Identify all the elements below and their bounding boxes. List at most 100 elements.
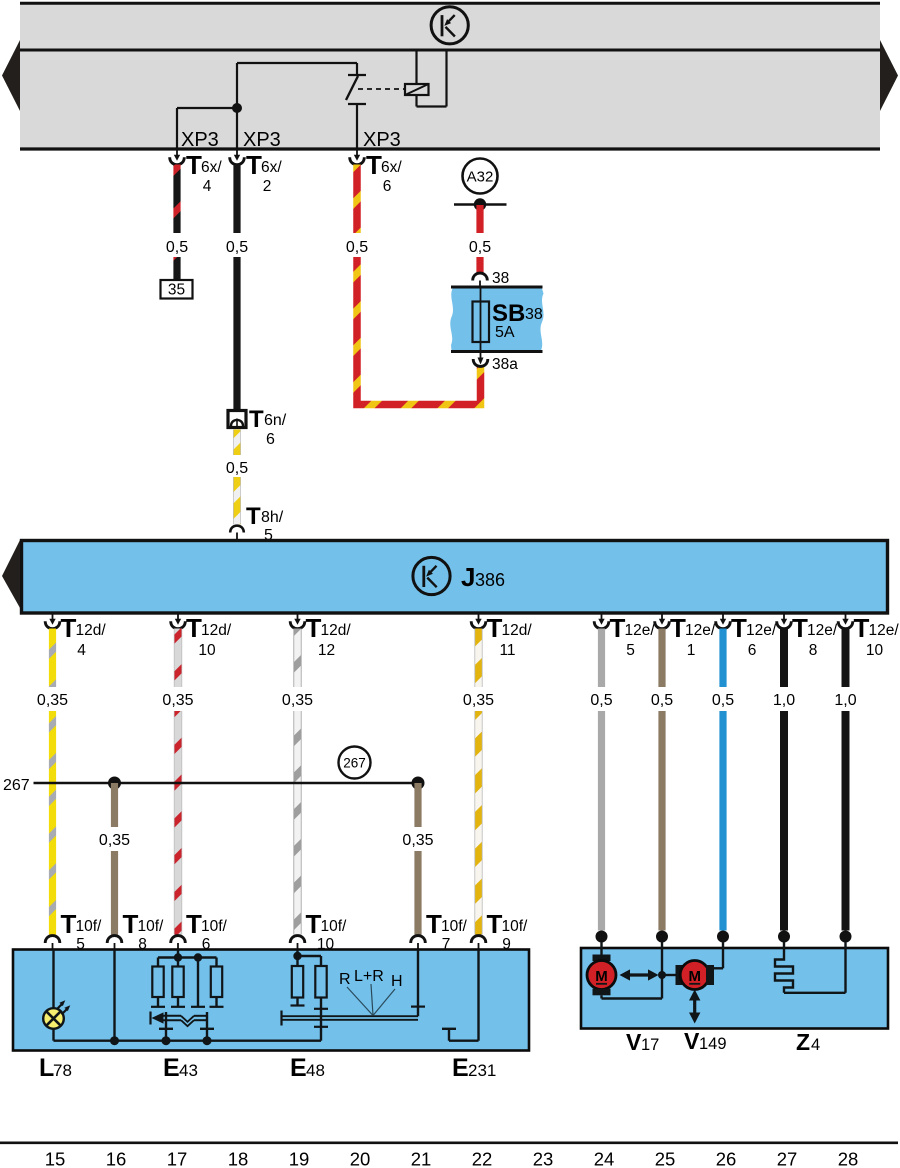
svg-text:0,35: 0,35	[162, 692, 193, 709]
svg-text:0,5: 0,5	[469, 239, 491, 256]
svg-text:10: 10	[198, 642, 216, 659]
svg-text:19: 19	[289, 1149, 310, 1168]
svg-text:12e/: 12e/	[807, 622, 838, 639]
svg-text:T: T	[487, 613, 503, 643]
svg-text:12d/: 12d/	[321, 622, 352, 639]
svg-text:12d/: 12d/	[201, 622, 232, 639]
svg-text:12e/: 12e/	[625, 622, 656, 639]
svg-text:T: T	[610, 613, 626, 643]
svg-text:0,35: 0,35	[463, 692, 494, 709]
svg-text:23: 23	[533, 1149, 554, 1168]
svg-text:T: T	[306, 909, 322, 939]
svg-text:10f/: 10f/	[502, 918, 529, 935]
svg-text:T: T	[246, 150, 262, 180]
svg-text:6: 6	[266, 431, 275, 448]
svg-text:6: 6	[383, 178, 392, 195]
svg-text:0,5: 0,5	[590, 692, 612, 709]
svg-text:XP3: XP3	[243, 129, 281, 151]
svg-text:0,35: 0,35	[282, 692, 313, 709]
svg-text:0,5: 0,5	[226, 239, 248, 256]
svg-text:T: T	[123, 909, 139, 939]
svg-text:267: 267	[3, 777, 30, 794]
svg-text:38a: 38a	[492, 356, 518, 373]
svg-text:17: 17	[641, 1036, 659, 1054]
svg-text:20: 20	[350, 1149, 371, 1168]
svg-text:21: 21	[411, 1149, 432, 1168]
svg-text:E: E	[452, 1054, 469, 1082]
svg-text:T: T	[854, 613, 870, 643]
svg-text:17: 17	[167, 1149, 188, 1168]
svg-text:4: 4	[811, 1036, 820, 1054]
svg-text:6: 6	[202, 936, 211, 953]
svg-text:6x/: 6x/	[261, 159, 282, 176]
svg-text:38: 38	[525, 306, 543, 323]
svg-text:0,5: 0,5	[226, 460, 248, 477]
svg-text:25: 25	[655, 1149, 676, 1168]
svg-text:M: M	[595, 968, 608, 985]
svg-text:10: 10	[866, 642, 884, 659]
svg-text:22: 22	[472, 1149, 493, 1168]
svg-text:J: J	[461, 562, 475, 592]
svg-text:XP3: XP3	[363, 129, 401, 151]
svg-text:0,35: 0,35	[99, 832, 130, 849]
svg-text:L+R: L+R	[354, 968, 384, 985]
svg-text:E: E	[290, 1054, 307, 1082]
svg-text:24: 24	[594, 1149, 615, 1168]
svg-text:27: 27	[777, 1149, 798, 1168]
svg-text:267: 267	[343, 756, 366, 771]
svg-text:48: 48	[306, 1061, 325, 1080]
svg-text:11: 11	[499, 642, 515, 659]
svg-text:12d/: 12d/	[76, 622, 107, 639]
svg-text:12d/: 12d/	[502, 622, 533, 639]
svg-text:T: T	[186, 613, 202, 643]
svg-text:149: 149	[699, 1035, 727, 1053]
svg-text:5: 5	[626, 642, 635, 659]
svg-text:T: T	[306, 613, 322, 643]
svg-text:0,5: 0,5	[166, 239, 188, 256]
svg-text:E: E	[163, 1054, 180, 1082]
svg-text:10f/: 10f/	[201, 918, 228, 935]
svg-text:12e/: 12e/	[746, 622, 777, 639]
svg-text:0,35: 0,35	[37, 692, 68, 709]
svg-text:T: T	[61, 613, 77, 643]
svg-text:0,5: 0,5	[651, 692, 673, 709]
svg-text:10f/: 10f/	[138, 918, 165, 935]
svg-text:78: 78	[53, 1061, 72, 1080]
svg-text:Z: Z	[796, 1029, 810, 1055]
svg-text:V: V	[626, 1029, 642, 1055]
svg-text:5A: 5A	[495, 324, 515, 341]
svg-text:43: 43	[179, 1061, 198, 1080]
svg-text:6x/: 6x/	[201, 159, 222, 176]
svg-text:T: T	[186, 909, 202, 939]
svg-text:10f/: 10f/	[441, 918, 468, 935]
svg-text:T: T	[731, 613, 747, 643]
svg-text:28: 28	[838, 1149, 859, 1168]
svg-text:10f/: 10f/	[76, 918, 103, 935]
svg-text:10f/: 10f/	[321, 918, 348, 935]
svg-text:H: H	[391, 973, 403, 990]
svg-text:T: T	[792, 613, 808, 643]
svg-text:T: T	[487, 909, 503, 939]
svg-text:T: T	[366, 150, 382, 180]
svg-text:0,5: 0,5	[346, 239, 368, 256]
svg-text:1: 1	[687, 642, 696, 659]
svg-text:1,0: 1,0	[773, 692, 795, 709]
svg-text:231: 231	[468, 1061, 496, 1080]
svg-text:12: 12	[318, 642, 335, 659]
svg-text:4: 4	[203, 178, 212, 195]
svg-text:18: 18	[228, 1149, 249, 1168]
svg-text:XP3: XP3	[181, 129, 219, 151]
svg-text:T: T	[246, 503, 261, 530]
svg-text:8: 8	[809, 642, 818, 659]
svg-text:T: T	[249, 406, 264, 433]
svg-text:8h/: 8h/	[261, 509, 284, 526]
svg-text:R: R	[339, 971, 351, 988]
svg-text:12e/: 12e/	[685, 622, 716, 639]
svg-text:8: 8	[138, 936, 147, 953]
svg-text:6n/: 6n/	[264, 412, 287, 429]
svg-text:15: 15	[45, 1149, 66, 1168]
svg-text:V: V	[684, 1028, 700, 1054]
svg-text:7: 7	[442, 936, 451, 953]
svg-text:26: 26	[716, 1149, 737, 1168]
svg-text:35: 35	[168, 282, 185, 299]
